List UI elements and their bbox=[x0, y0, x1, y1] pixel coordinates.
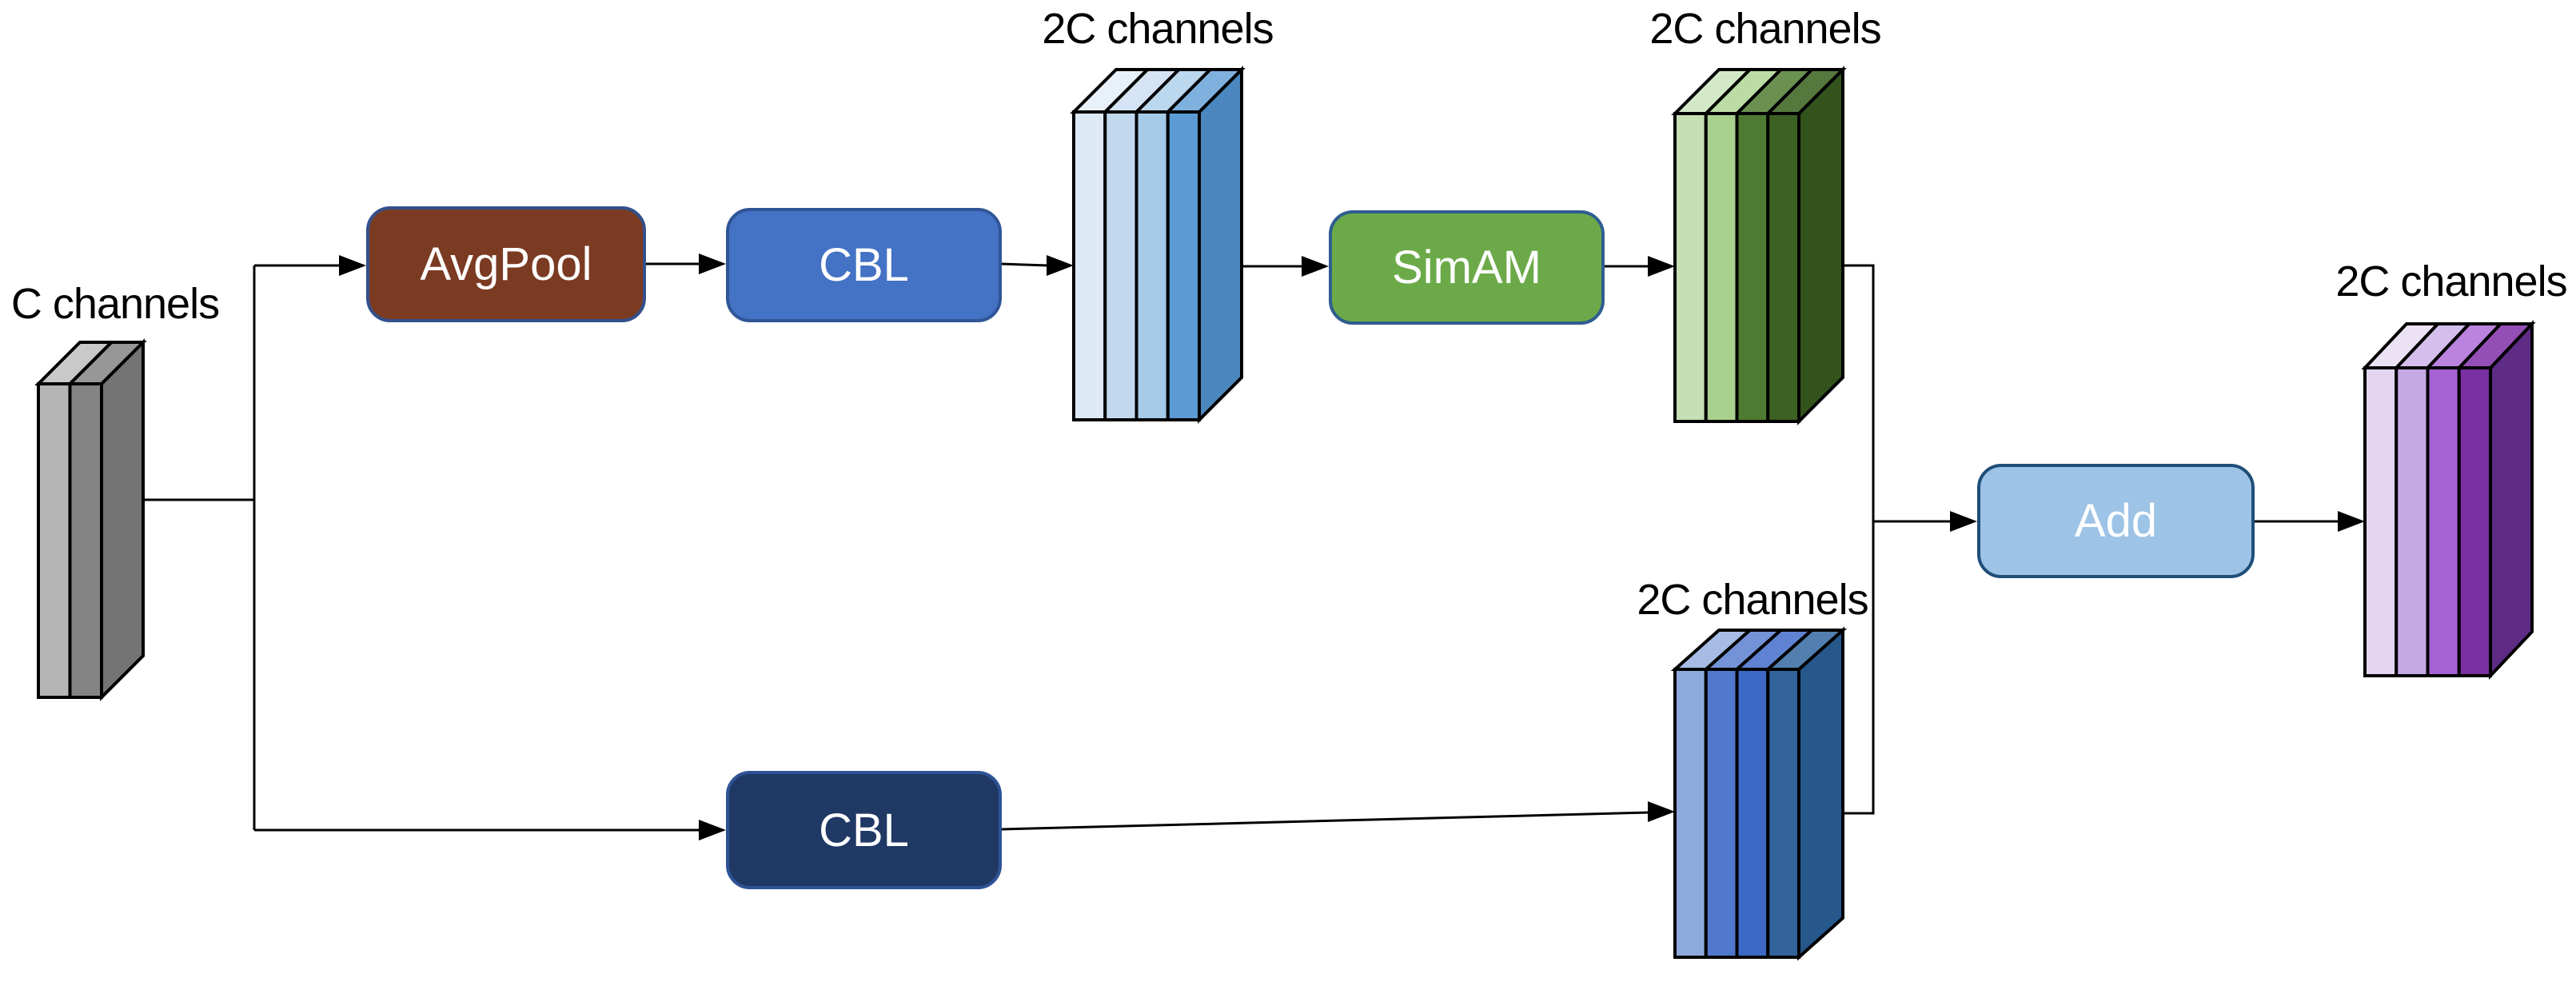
arrowhead-feature-top-in bbox=[1047, 255, 1074, 276]
output-tensor-block bbox=[2361, 319, 2536, 681]
tensor-side-face bbox=[100, 338, 145, 701]
tensor-front-slab bbox=[68, 382, 103, 699]
feature-tensor-bottom-block bbox=[1670, 626, 1848, 961]
tensor-front-slab bbox=[1735, 668, 1770, 959]
tensor-front-slab bbox=[1704, 112, 1739, 423]
add-node: Add bbox=[1977, 464, 2255, 578]
tensor-front-slab bbox=[2395, 366, 2430, 677]
tensor-front-slab bbox=[1166, 110, 1201, 421]
tensor-front-slab bbox=[1735, 112, 1770, 423]
avgpool-node-label: AvgPool bbox=[420, 238, 592, 290]
connector-cbl-to-feature bbox=[1001, 262, 1049, 267]
tensor-side-face bbox=[1797, 626, 1844, 961]
connectors bbox=[143, 253, 2365, 840]
input-tensor-block bbox=[34, 338, 147, 701]
arrowhead-feature-attn-in bbox=[1648, 256, 1675, 277]
arrowhead-cbl-in bbox=[699, 253, 726, 274]
tensor-front-slab bbox=[1134, 110, 1170, 421]
cbl-bottom-node: CBL bbox=[726, 771, 1002, 889]
arrowhead-add-in bbox=[1950, 511, 1977, 532]
tensor-front-slab bbox=[1673, 112, 1708, 423]
tensor-front-slab bbox=[37, 382, 72, 699]
arrowhead-cbl2-in bbox=[699, 820, 726, 840]
tensor-front-slab bbox=[2363, 366, 2399, 677]
feature-tensor-attn-block bbox=[1671, 66, 1847, 425]
feature-bottom-channels-label: 2C channels bbox=[1637, 576, 1868, 624]
tensor-front-slab bbox=[1766, 112, 1800, 423]
arrowhead-output-in bbox=[2338, 511, 2365, 532]
simam-node: SimAM bbox=[1329, 210, 1605, 325]
tensor-side-face bbox=[1198, 66, 1243, 424]
add-node-label: Add bbox=[2074, 495, 2158, 547]
tensor-front-slab bbox=[1766, 668, 1800, 959]
tensor-front-slab bbox=[1673, 668, 1708, 959]
tensor-front-slab bbox=[2457, 366, 2492, 677]
arrowhead-avgpool-in bbox=[339, 255, 366, 276]
arrowhead-feature-bottom-in bbox=[1648, 801, 1675, 822]
tensor-front-slab bbox=[1704, 668, 1739, 959]
arrowhead-simam-in bbox=[1302, 256, 1329, 277]
cbl-bottom-node-label: CBL bbox=[819, 804, 909, 856]
tensor-side-face bbox=[2489, 319, 2534, 681]
output-channels-label: 2C channels bbox=[2335, 257, 2567, 305]
feature-attn-channels-label: 2C channels bbox=[1649, 5, 1881, 53]
feature-top-channels-label: 2C channels bbox=[1042, 5, 1274, 53]
tensor-front-slab bbox=[2426, 366, 2461, 677]
tensor-front-slab bbox=[1072, 110, 1107, 421]
input-channels-label: C channels bbox=[10, 280, 220, 328]
connector-cbl2-to-feature bbox=[1001, 811, 1650, 831]
feature-tensor-top-block bbox=[1070, 66, 1246, 424]
tensor-side-face bbox=[1797, 66, 1844, 425]
cbl-top-node-label: CBL bbox=[819, 239, 909, 291]
connector-merge-elbow bbox=[1843, 264, 1875, 815]
cbl-top-node: CBL bbox=[726, 208, 1002, 322]
tensor-front-slab bbox=[1103, 110, 1138, 421]
simam-node-label: SimAM bbox=[1392, 242, 1541, 293]
avgpool-node: AvgPool bbox=[366, 206, 646, 322]
